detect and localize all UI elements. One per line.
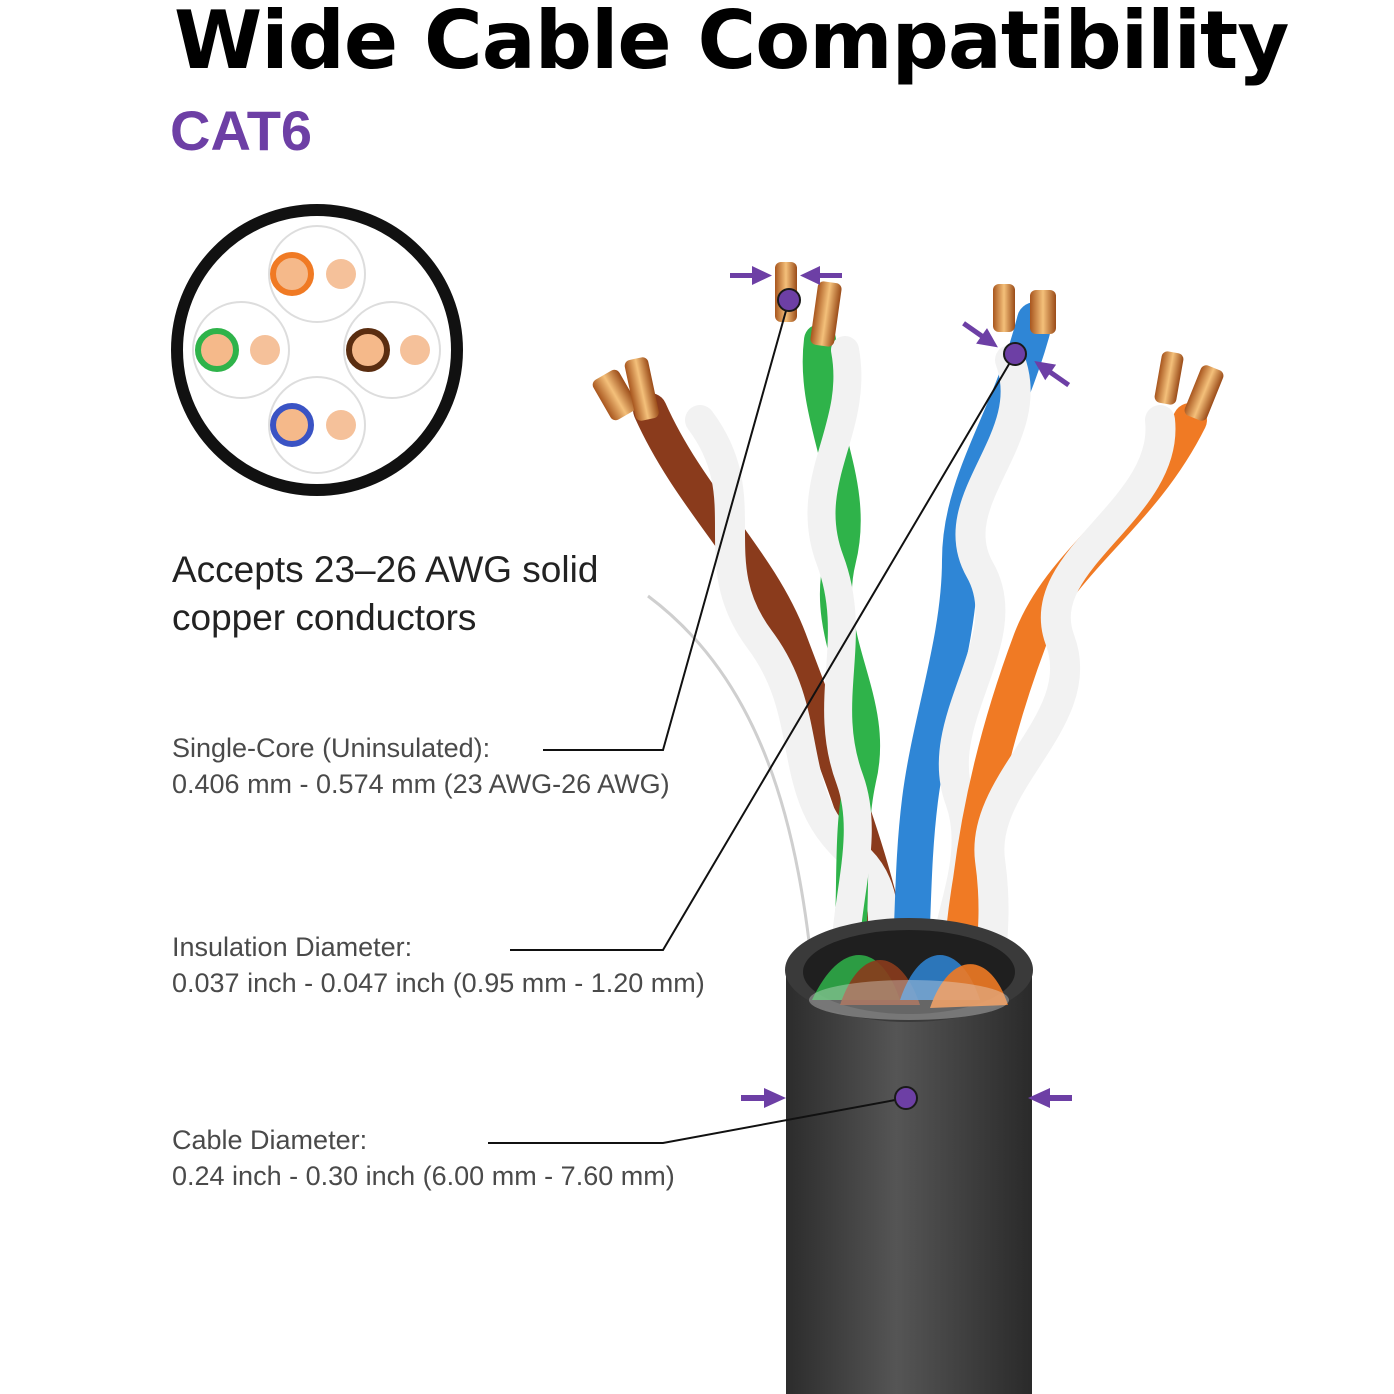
cable-jacket — [785, 918, 1033, 1394]
callout-dot-icon — [777, 288, 801, 312]
spec-value: 0.037 inch - 0.047 inch (0.95 mm - 1.20 … — [172, 968, 705, 998]
spec-cable-diameter: Cable Diameter: 0.24 inch - 0.30 inch (6… — [172, 1122, 675, 1194]
leader-lines — [488, 299, 1016, 1144]
arrow-left-icon — [800, 266, 842, 285]
pair-blue — [268, 376, 366, 474]
jacket-ring — [171, 204, 463, 496]
cable-category: CAT6 — [170, 99, 313, 162]
pair-green — [192, 301, 290, 399]
spec-insulation-diameter: Insulation Diameter: 0.037 inch - 0.047 … — [172, 929, 705, 1001]
callout-dots — [777, 288, 1027, 1110]
spec-label: Insulation Diameter: — [172, 932, 413, 962]
spec-value: 0.406 mm - 0.574 mm (23 AWG-26 AWG) — [172, 769, 670, 799]
callout-dot-icon — [894, 1086, 918, 1110]
pair-brown — [343, 301, 441, 399]
arrow-left-icon — [1028, 1088, 1072, 1108]
spec-label: Single-Core (Uninsulated): — [172, 733, 491, 763]
pair-orange — [268, 225, 366, 323]
spec-value: 0.24 inch - 0.30 inch (6.00 mm - 7.60 mm… — [172, 1161, 675, 1191]
spec-label: Cable Diameter: — [172, 1125, 368, 1155]
leader-line-insulation — [510, 353, 1016, 951]
spec-single-core: Single-Core (Uninsulated): 0.406 mm - 0.… — [172, 730, 670, 802]
measurement-arrows — [730, 266, 1072, 1108]
page-title: Wide Cable Compatibility — [174, 0, 1289, 87]
leader-line-single-core — [543, 299, 790, 751]
arrow-up-left-icon — [1034, 360, 1071, 388]
cross-section-diagram — [171, 204, 463, 496]
arrow-right-icon — [741, 1088, 786, 1108]
arrow-right-icon — [730, 266, 772, 285]
accepts-text: Accepts 23–26 AWG solid copper conductor… — [172, 549, 599, 638]
drain-wire — [647, 594, 817, 1001]
arrow-down-right-icon — [962, 321, 998, 348]
callout-dot-icon — [1003, 342, 1027, 366]
leader-line-cable-diameter — [488, 1097, 907, 1144]
